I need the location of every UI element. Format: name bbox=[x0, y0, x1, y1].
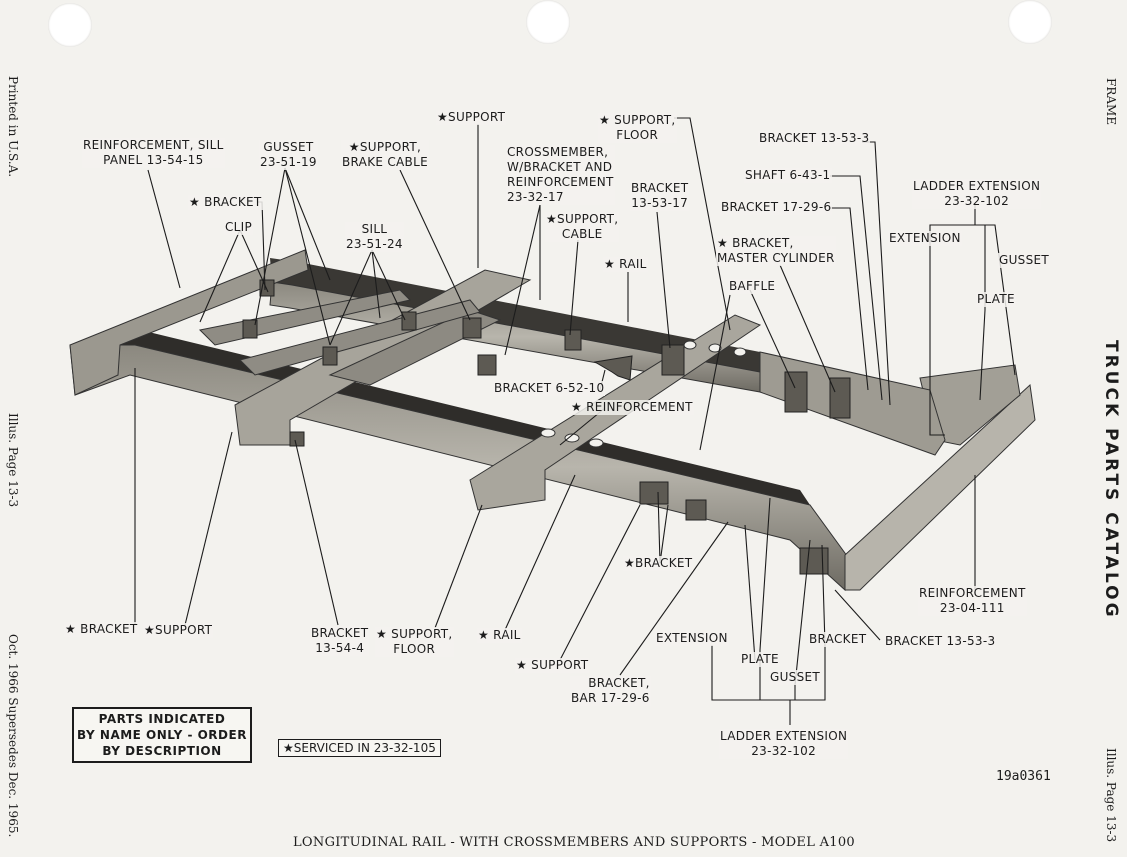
label-bracket-13-54-4: BRACKET 13-54-4 bbox=[310, 626, 370, 656]
label-ladder-extension-bottom: LADDER EXTENSION 23-32-102 bbox=[719, 729, 849, 759]
illustration-code: 19a0361 bbox=[996, 769, 1051, 784]
label-gusset-23-51-19: GUSSET 23-51-19 bbox=[259, 140, 318, 170]
label-bracket-13-53-3-bottom: BRACKET 13-53-3 bbox=[884, 634, 997, 649]
label-crossmember: CROSSMEMBER, W/BRACKET AND REINFORCEMENT… bbox=[506, 145, 615, 205]
label-support-floor-bottom: ★ SUPPORT, FLOOR bbox=[375, 627, 454, 657]
floor-sill-2 bbox=[239, 299, 481, 376]
label-bracket-6-52-10: BRACKET 6-52-10 bbox=[493, 381, 606, 396]
label-bracket-left: ★ BRACKET bbox=[188, 195, 263, 210]
label-extension-top: EXTENSION bbox=[888, 231, 962, 246]
label-bracket-master-cylinder: ★ BRACKET, MASTER CYLINDER bbox=[716, 236, 836, 266]
crossmember-holes bbox=[540, 340, 747, 448]
label-bracket-bottom: BRACKET bbox=[808, 632, 868, 647]
brackets bbox=[242, 279, 851, 575]
label-bracket-13-53-3-top: BRACKET 13-53-3 bbox=[758, 131, 871, 146]
label-reinforcement-mid: ★ REINFORCEMENT bbox=[570, 400, 694, 415]
rear-crossmember bbox=[69, 249, 309, 396]
label-plate-bottom: PLATE bbox=[740, 652, 780, 667]
label-bracket-mid: ★BRACKET bbox=[623, 556, 694, 571]
label-support-cable: ★SUPPORT, CABLE bbox=[545, 212, 620, 242]
label-bracket-17-29-6: BRACKET 17-29-6 bbox=[720, 200, 833, 215]
label-baffle: BAFFLE bbox=[728, 279, 777, 294]
label-shaft: SHAFT 6-43-1 bbox=[744, 168, 832, 183]
label-reinforcement-23-04-111: REINFORCEMENT 23-04-111 bbox=[918, 586, 1027, 616]
parts-indicated-note: PARTS INDICATED BY NAME ONLY - ORDER BY … bbox=[72, 707, 252, 763]
label-rail-bottom: ★ RAIL bbox=[477, 628, 522, 643]
serviced-note: ★SERVICED IN 23-32-105 bbox=[278, 739, 441, 757]
label-reinforcement-sill-panel: REINFORCEMENT, SILL PANEL 13-54-15 bbox=[82, 138, 225, 168]
label-support-bottom: ★ SUPPORT bbox=[515, 658, 590, 673]
label-bracket-bar: BRACKET, BAR 17-29-6 bbox=[570, 676, 651, 706]
label-sill: SILL 23-51-24 bbox=[345, 222, 404, 252]
left-rail-top bbox=[270, 258, 760, 372]
leader-lines bbox=[134, 117, 1016, 725]
label-gusset-right: GUSSET bbox=[998, 253, 1051, 268]
label-support-brake-cable: ★SUPPORT, BRAKE CABLE bbox=[341, 140, 429, 170]
label-gusset-bottom: GUSSET bbox=[769, 670, 822, 685]
figure-caption: LONGITUDINAL RAIL - WITH CROSSMEMBERS AN… bbox=[293, 835, 855, 850]
binder-hole-right bbox=[1008, 0, 1052, 44]
binder-hole-center bbox=[526, 0, 570, 44]
label-ladder-extension-top: LADDER EXTENSION 23-32-102 bbox=[912, 179, 1042, 209]
label-support-top: ★SUPPORT bbox=[436, 110, 507, 125]
crossmember-2 bbox=[328, 309, 502, 386]
label-extension-bottom: EXTENSION bbox=[655, 631, 729, 646]
label-plate-right: PLATE bbox=[976, 292, 1016, 307]
binder-hole-left bbox=[48, 3, 92, 47]
label-support-floor-top: ★ SUPPORT, FLOOR bbox=[598, 113, 677, 143]
label-rail-top: ★ RAIL bbox=[603, 257, 648, 272]
label-bracket-13-53-17: BRACKET 13-53-17 bbox=[630, 181, 690, 211]
label-clip: CLIP bbox=[224, 220, 254, 235]
label-support-bottom-left: ★SUPPORT bbox=[143, 623, 214, 638]
label-bracket-bottom-left: ★ BRACKET bbox=[64, 622, 139, 637]
ladder-extension bbox=[844, 383, 1036, 591]
